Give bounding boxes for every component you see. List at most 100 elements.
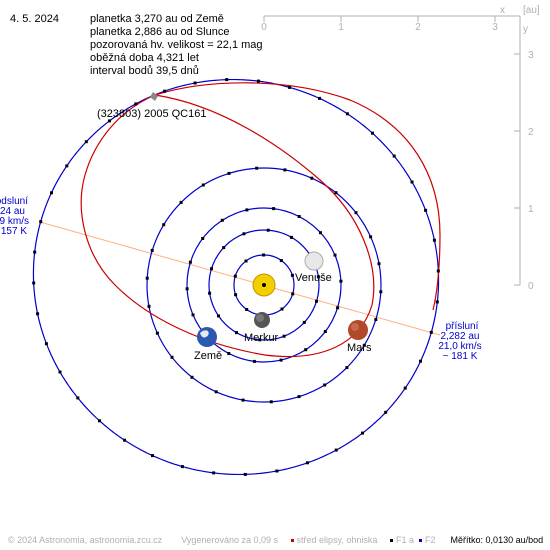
x-axis-label: x <box>500 5 505 16</box>
orbit-point <box>108 119 111 123</box>
orbit-point <box>297 395 301 399</box>
orbit-point <box>310 176 314 180</box>
orbit-point <box>283 168 287 172</box>
orbit-point <box>76 396 80 400</box>
aphelion-title: odsluní <box>0 196 28 207</box>
orbit-point <box>323 383 327 387</box>
apsides-line <box>39 221 441 336</box>
orbit-point <box>179 200 183 204</box>
footer-copyright: © 2024 Astronomia, astronomia.zcu.cz <box>8 535 163 545</box>
perihelion-info: přísluní 2,282 au 21,0 km/s ~ 181 K <box>438 321 481 362</box>
orbit-point <box>419 359 422 363</box>
orbit-point <box>336 306 340 310</box>
orbit-point <box>227 171 231 175</box>
date-label: 4. 5. 2024 <box>10 13 59 25</box>
orbit-point <box>280 307 284 311</box>
orbit-point <box>222 246 226 250</box>
aphelion-temp: 157 K <box>1 226 27 237</box>
orbit-point <box>290 235 293 239</box>
legend-f1-dot <box>390 539 394 543</box>
orbit-point <box>362 343 366 347</box>
orbit-point <box>319 231 322 235</box>
orbit-point <box>316 275 320 279</box>
orbit-point <box>392 154 396 158</box>
x-tick-1: 1 <box>338 22 344 33</box>
orbit-point <box>345 366 349 370</box>
venus-label: Venuše <box>295 272 332 284</box>
orbit-point <box>147 304 151 308</box>
orbit-point <box>243 472 247 476</box>
footer: © 2024 Astronomia, astronomia.zcu.cz Vyg… <box>8 535 543 545</box>
info-line-sun-distance: planetka 2,886 au od Slunce <box>90 26 230 38</box>
orbit-point <box>185 287 189 291</box>
footer-legend-f2: F2 <box>425 535 436 545</box>
orbit-point <box>233 274 237 278</box>
earth-orbit <box>186 207 342 363</box>
orbit-point <box>256 79 260 83</box>
orbit-point <box>302 320 306 324</box>
orbit-point <box>323 330 327 333</box>
orbit-point <box>188 260 192 264</box>
footer-generated: Vygenerováno za 0,09 s <box>181 535 278 545</box>
orbit-point <box>151 454 154 458</box>
orbit-point <box>163 89 167 93</box>
orbit-point <box>334 191 338 195</box>
orbit-point <box>210 267 213 271</box>
y-tick-3: 3 <box>528 50 534 61</box>
legend-f2-dot <box>419 539 423 543</box>
x-tick-3: 3 <box>492 22 498 33</box>
orbit-point <box>145 276 149 280</box>
orbit-point <box>288 85 292 89</box>
orbit-point <box>377 262 381 266</box>
orbit-point <box>150 248 154 252</box>
venus-orbit <box>208 229 320 341</box>
orbit-point <box>235 331 238 335</box>
aphelion-distance: 24 au <box>0 206 25 217</box>
aphelion-info: odsluní 24 au 9 km/s 157 K <box>0 196 29 237</box>
orbit-point <box>123 438 127 442</box>
orbit-point <box>255 166 259 170</box>
orbit-point <box>225 78 229 82</box>
orbit-point <box>275 469 279 473</box>
orbit-point <box>262 253 266 257</box>
y-tick-0: 0 <box>528 281 534 292</box>
orbit-point <box>279 358 283 362</box>
orbit-point <box>33 250 37 254</box>
orbit-point <box>279 259 283 262</box>
info-panel: planetka 3,270 au od Země planetka 2,886… <box>90 13 263 78</box>
footer-legend-center: střed elipsy, ohniska <box>296 535 378 545</box>
orbit-point <box>244 259 248 263</box>
orbit-point <box>297 215 301 218</box>
venus-icon <box>304 251 324 271</box>
orbit-point <box>50 191 53 195</box>
info-line-period: oběžná doba 4,321 let <box>90 52 199 64</box>
y-tick-1: 1 <box>528 204 534 215</box>
asteroid-orbit <box>32 78 441 476</box>
orbit-point <box>201 183 205 187</box>
mars-label: Mars <box>347 342 372 354</box>
orbit-point <box>345 112 349 116</box>
mars-orbit <box>146 167 382 403</box>
orbit-point <box>84 140 88 144</box>
orbit-point <box>269 400 273 404</box>
orbit-point <box>234 293 238 297</box>
asteroid-marker <box>150 92 158 101</box>
orbit-point <box>354 211 358 215</box>
y-tick-2: 2 <box>528 127 534 138</box>
aphelion-speed: 9 km/s <box>0 216 29 227</box>
orbit-point <box>315 299 318 303</box>
footer-scale: Měřítko: 0,0130 au/bod <box>450 535 544 545</box>
orbit-point <box>212 471 216 475</box>
orbit-point <box>339 279 343 283</box>
orbit-point <box>429 330 433 334</box>
mercury-icon <box>254 312 270 328</box>
orbit-point <box>32 281 36 285</box>
orbit-point <box>208 291 212 295</box>
orbit-point <box>241 398 245 402</box>
orbit-point <box>290 273 294 277</box>
orbit-point <box>318 96 321 100</box>
info-line-interval: interval bodů 39,5 dnů <box>90 65 199 77</box>
orbit-point <box>384 410 388 414</box>
orbit-point <box>369 235 373 239</box>
